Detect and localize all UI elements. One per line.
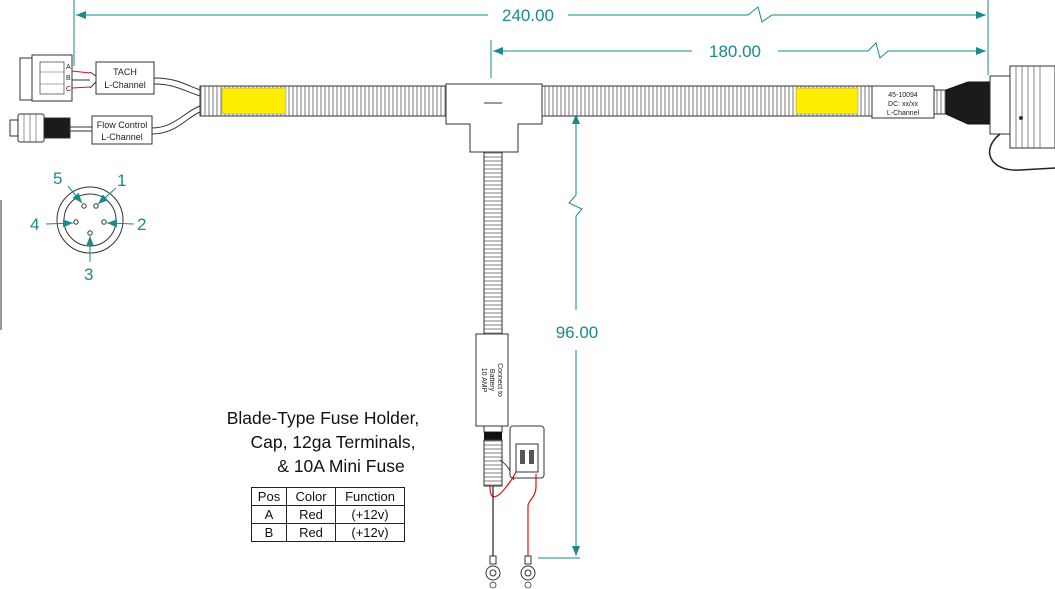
main-round-connector (945, 65, 1055, 171)
pin-2-label: 2 (137, 215, 146, 234)
cell-color: Red (286, 505, 336, 524)
dimension-240-label: 240.00 (502, 6, 554, 25)
fuse-note: Blade-Type Fuse Holder, Cap, 12ga Termin… (227, 408, 420, 476)
svg-text:A: A (66, 64, 71, 71)
cell-color: Red (286, 523, 336, 542)
tach-label-tag: TACH L-Channel (95, 61, 155, 95)
cell-pos: B (251, 523, 287, 542)
cell-pos: A (251, 505, 287, 524)
svg-text:B: B (66, 75, 71, 82)
col-header-color: Color (286, 487, 336, 506)
flow-control-connector (9, 113, 92, 143)
svg-text:C: C (66, 86, 71, 93)
flow-control-label-tag: Flow Control L-Channel (91, 115, 153, 145)
pin-1-label: 1 (117, 171, 126, 190)
drop-conduit: Connect to Battery 10 AMP (475, 151, 509, 487)
fuse-tag-line3: 10 AMP (480, 368, 487, 393)
dimension-180: 180.00 (490, 40, 986, 78)
col-header-pos: Pos (251, 487, 287, 506)
col-header-function: Function (335, 487, 405, 506)
cell-function: (+12v) (335, 523, 405, 542)
part-number-tag: 45-10094 DC: xx/xx L-Channel (871, 85, 935, 119)
pinout-diagram: 1 2 3 4 5 (0, 169, 146, 330)
table-row: B Red (+12v) (251, 523, 405, 542)
pin-5-label: 5 (53, 169, 62, 188)
date-code: DC: xx/xx (888, 101, 918, 108)
pin-function-table: Pos Color Function A Red (+12v) B Red (+… (251, 487, 405, 542)
table-row: A Red (+12v) (251, 505, 405, 524)
ring-terminal-a (485, 555, 501, 589)
pin-3-label: 3 (84, 265, 93, 284)
dimension-96: 96.00 (538, 111, 599, 559)
fuse-holder (499, 425, 545, 481)
dimension-180-label: 180.00 (709, 42, 761, 61)
table-header-row: Pos Color Function (251, 487, 405, 506)
fuse-tag-line2: Battery (488, 369, 495, 392)
tach-label-line2: L-Channel (104, 80, 146, 90)
fuse-note-line1: Blade-Type Fuse Holder, (227, 408, 420, 428)
lead-wires (489, 471, 537, 556)
t-breakout (445, 83, 543, 153)
dimension-240: 240.00 (73, 0, 989, 75)
cell-function: (+12v) (335, 505, 405, 524)
ring-terminal-b (520, 555, 536, 589)
main-conduit (199, 85, 873, 117)
fuse-note-line3: & 10A Mini Fuse (277, 456, 404, 476)
tach-label-line1: TACH (113, 67, 137, 77)
part-number: 45-10094 (888, 92, 918, 99)
dimension-96-label: 96.00 (556, 323, 599, 342)
pin-4-label: 4 (30, 215, 39, 234)
fuse-note-line2: Cap, 12ga Terminals, (250, 432, 415, 452)
part-channel: L-Channel (887, 110, 920, 117)
tach-connector: A B C (19, 54, 97, 102)
flow-control-label-line1: Flow Control (97, 120, 148, 130)
fuse-tag-line1: Connect to (496, 363, 503, 397)
flow-control-label-line2: L-Channel (101, 132, 143, 142)
